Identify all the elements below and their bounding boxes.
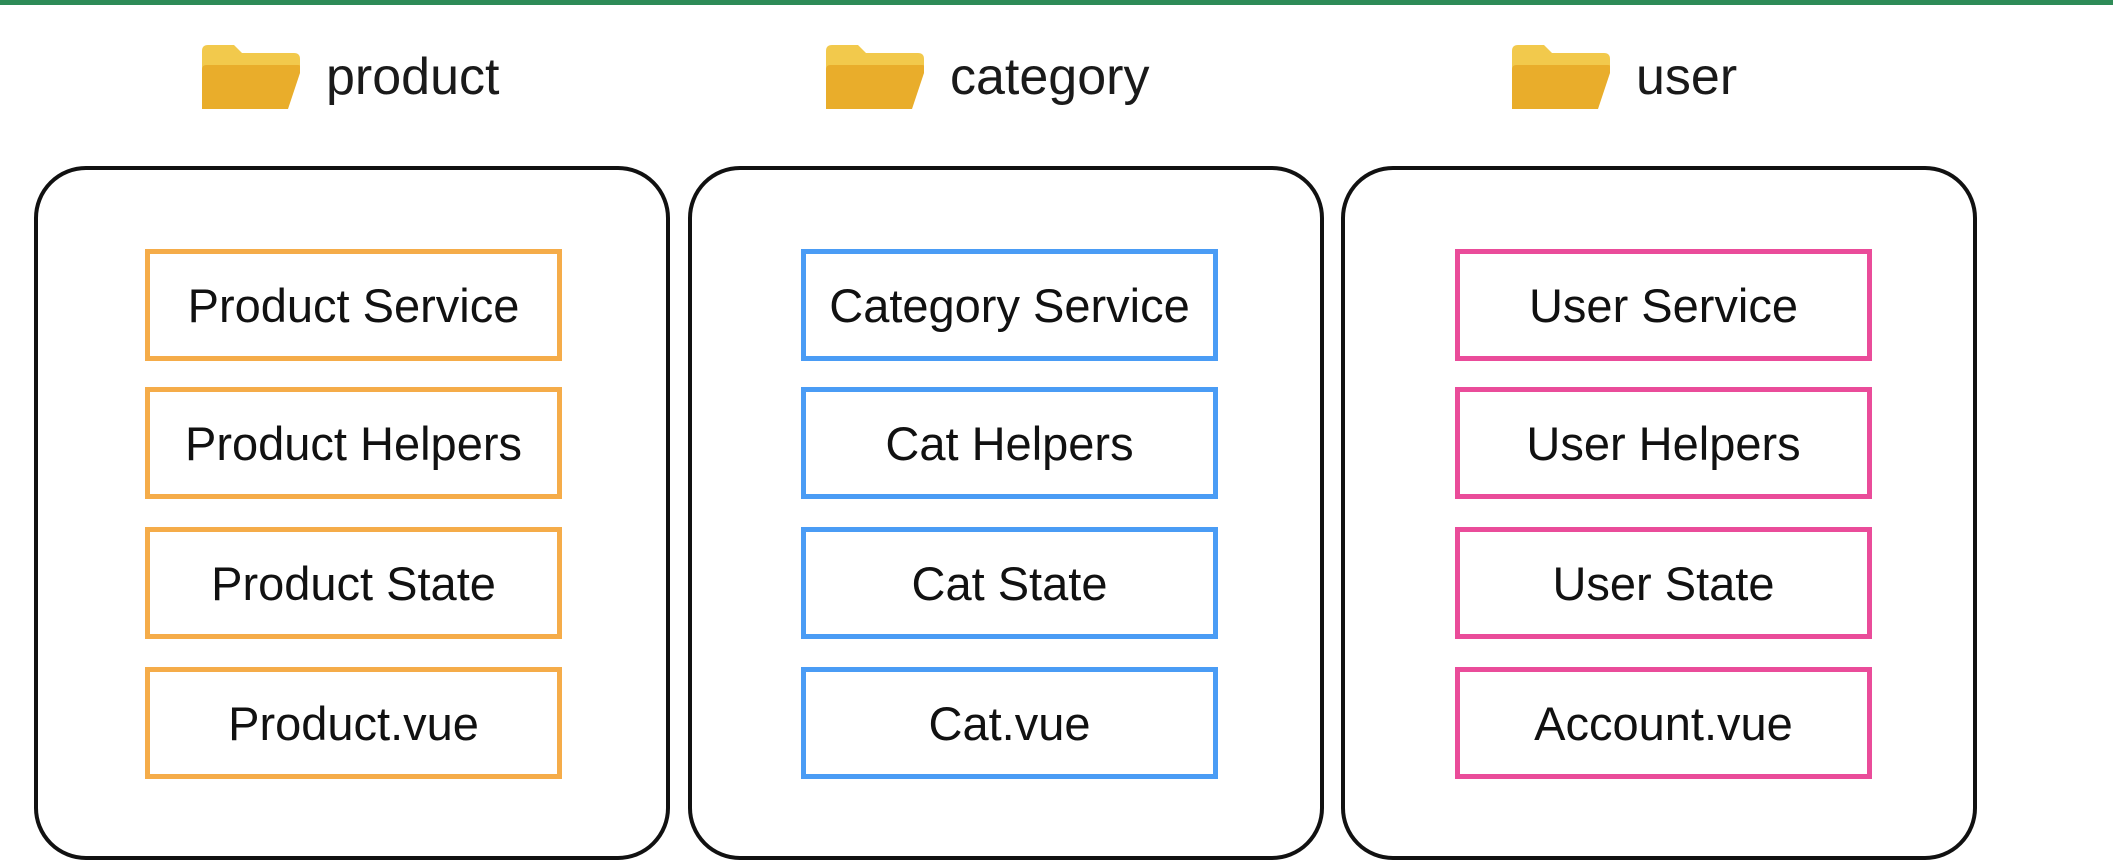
file-box-user-service: User Service xyxy=(1455,249,1872,361)
file-box-user-helpers: User Helpers xyxy=(1455,387,1872,499)
file-box-product-service: Product Service xyxy=(145,249,562,361)
file-box-cat-helpers: Cat Helpers xyxy=(801,387,1218,499)
folder-label: product xyxy=(326,48,500,106)
module-container-category: Category Service Cat Helpers Cat State C… xyxy=(688,166,1324,860)
file-box-category-service: Category Service xyxy=(801,249,1218,361)
file-box-product-vue: Product.vue xyxy=(145,667,562,779)
module-container-product: Product Service Product Helpers Product … xyxy=(34,166,670,860)
folder-header-product: product xyxy=(202,40,499,114)
folder-header-user: user xyxy=(1512,40,1737,114)
file-box-user-state: User State xyxy=(1455,527,1872,639)
folder-icon xyxy=(1512,45,1610,109)
top-accent-bar xyxy=(0,0,2113,5)
file-box-product-helpers: Product Helpers xyxy=(145,387,562,499)
folder-header-category: category xyxy=(826,40,1149,114)
file-box-cat-vue: Cat.vue xyxy=(801,667,1218,779)
folder-label: user xyxy=(1636,48,1738,106)
file-box-cat-state: Cat State xyxy=(801,527,1218,639)
folder-label: category xyxy=(950,48,1150,106)
file-box-account-vue: Account.vue xyxy=(1455,667,1872,779)
folder-icon xyxy=(202,45,300,109)
file-box-product-state: Product State xyxy=(145,527,562,639)
folder-icon xyxy=(826,45,924,109)
module-container-user: User Service User Helpers User State Acc… xyxy=(1341,166,1977,860)
